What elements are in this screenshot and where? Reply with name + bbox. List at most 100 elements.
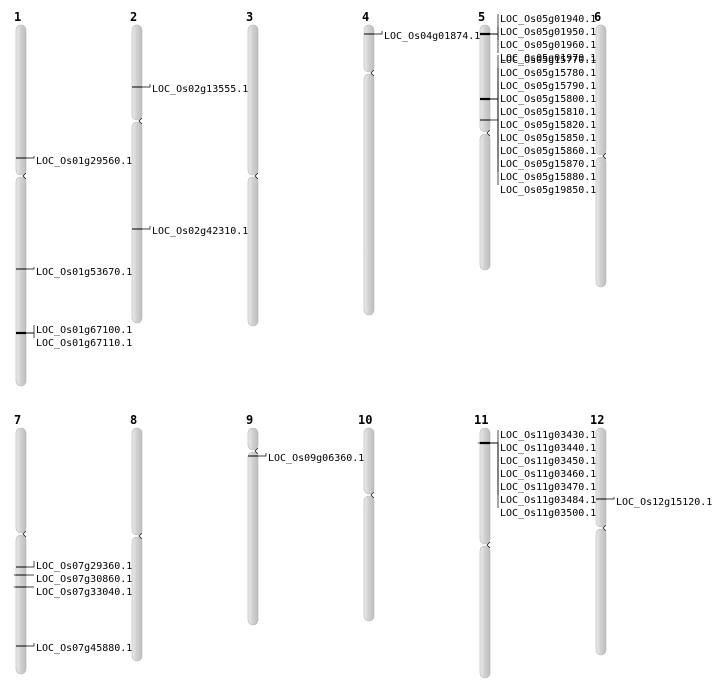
chromosome-number: 11 <box>474 413 488 427</box>
chromosome-number: 10 <box>358 413 372 427</box>
gene-label: LOC_Os05g01970.1 <box>500 53 596 64</box>
gene-label: LOC_Os04g01874.1 <box>384 31 480 42</box>
chromosome-11: 11LOC_Os11g03430.1LOC_Os11g03440.1LOC_Os… <box>474 413 596 679</box>
gene-label: LOC_Os05g15880.1 <box>500 172 596 183</box>
chromosome-number: 8 <box>130 413 137 427</box>
gene-label: LOC_Os05g19850.1 <box>500 185 596 196</box>
chromosome-arm <box>479 24 491 133</box>
chromosome-arm <box>595 427 607 528</box>
gene-leader-line <box>490 98 499 133</box>
chromosome-6: 6 <box>594 10 607 288</box>
chromosome-number: 4 <box>362 10 369 24</box>
gene-leader-line <box>490 98 499 107</box>
chromosome-arm <box>131 536 143 662</box>
gene-leader-line <box>490 14 499 35</box>
gene-leader-line <box>26 156 35 159</box>
gene-leader-line <box>490 33 499 40</box>
gene-label: LOC_Os07g29360.1 <box>36 561 132 572</box>
chromosome-1: 1LOC_Os01g29560.1LOC_Os01g53670.1LOC_Os0… <box>14 10 132 387</box>
chromosome-arm <box>15 427 27 534</box>
gene-leader-line <box>142 226 151 230</box>
gene-label: LOC_Os05g15800.1 <box>500 94 596 105</box>
gene-label: LOC_Os01g29560.1 <box>36 156 132 167</box>
gene-leader-line <box>490 98 499 120</box>
centromere <box>602 152 607 160</box>
chromosomes-layer: 1LOC_Os01g29560.1LOC_Os01g53670.1LOC_Os0… <box>14 10 712 679</box>
gene-leader-line <box>490 442 499 456</box>
gene-label: LOC_Os02g13555.1 <box>152 84 248 95</box>
chromosome-8: 8 <box>130 413 143 662</box>
gene-leader-line <box>26 267 35 270</box>
gene-label: LOC_Os05g15870.1 <box>500 159 596 170</box>
gene-leader-line <box>490 442 499 508</box>
chromosome-number: 6 <box>594 10 601 24</box>
chromosome-number: 12 <box>590 413 604 427</box>
gene-label: LOC_Os09g06360.1 <box>268 453 364 464</box>
gene-leader-line <box>490 94 499 100</box>
gene-leader-line <box>26 332 35 338</box>
gene-label: LOC_Os01g67100.1 <box>36 325 132 336</box>
gene-label: LOC_Os01g53670.1 <box>36 267 132 278</box>
centromere <box>254 172 259 180</box>
gene-label: LOC_Os05g15860.1 <box>500 146 596 157</box>
chromosome-number: 2 <box>130 10 137 24</box>
gene-label: LOC_Os05g15810.1 <box>500 107 596 118</box>
gene-leader-line <box>490 442 499 495</box>
chromosome-arm <box>131 121 143 324</box>
gene-leader-line <box>490 430 499 444</box>
gene-label: LOC_Os11g03484.1 <box>500 495 596 506</box>
chromosome-arm <box>131 427 143 536</box>
gene-label: LOC_Os05g15790.1 <box>500 81 596 92</box>
centromere <box>370 491 375 499</box>
gene-label: LOC_Os05g15850.1 <box>500 133 596 144</box>
gene-leader-line <box>490 55 499 100</box>
gene-leader-line <box>490 119 499 185</box>
gene-label: LOC_Os12g15120.1 <box>616 497 712 508</box>
gene-leader-line <box>490 33 499 53</box>
chromosome-number: 7 <box>14 413 21 427</box>
chromosome-arm <box>363 73 375 316</box>
gene-label: LOC_Os05g01960.1 <box>500 40 596 51</box>
centromere <box>138 532 143 540</box>
gene-label: LOC_Os07g33040.1 <box>36 587 132 598</box>
centromere <box>370 69 375 77</box>
chromosome-arm <box>247 451 259 626</box>
gene-label: LOC_Os01g67110.1 <box>36 338 132 349</box>
gene-label: LOC_Os11g03500.1 <box>500 508 596 519</box>
gene-label: LOC_Os05g01950.1 <box>500 27 596 38</box>
chromosome-10: 10 <box>358 413 375 622</box>
gene-label: LOC_Os07g30860.1 <box>36 574 132 585</box>
gene-leader-line <box>606 497 615 500</box>
centromere <box>138 117 143 125</box>
chromosome-arm <box>247 427 259 451</box>
centromere <box>254 447 259 455</box>
centromere <box>22 172 27 180</box>
gene-label: LOC_Os11g03470.1 <box>500 482 596 493</box>
centromere <box>486 129 491 137</box>
chromosome-number: 3 <box>246 10 253 24</box>
gene-label: LOC_Os07g45880.1 <box>36 643 132 654</box>
gene-label: LOC_Os05g15780.1 <box>500 68 596 79</box>
gene-leader-line <box>490 27 499 35</box>
gene-label: LOC_Os05g15820.1 <box>500 120 596 131</box>
chromosome-number: 1 <box>14 10 21 24</box>
chromosome-arm <box>479 545 491 679</box>
gene-leader-line <box>490 442 499 469</box>
chromosome-arm <box>247 176 259 327</box>
chromosome-arm <box>363 427 375 495</box>
gene-leader-line <box>490 98 499 146</box>
gene-leader-line <box>490 81 499 100</box>
gene-leader-line <box>26 643 35 647</box>
gene-leader-line <box>26 561 35 568</box>
chromosome-7: 7LOC_Os07g29360.1LOC_Os07g30860.1LOC_Os0… <box>14 413 132 675</box>
chromosome-arm <box>363 24 375 73</box>
centromere <box>602 524 607 532</box>
gene-leader-line <box>26 325 35 334</box>
gene-leader-line <box>490 68 499 100</box>
centromere <box>22 530 27 538</box>
chromosome-arm <box>15 24 27 176</box>
